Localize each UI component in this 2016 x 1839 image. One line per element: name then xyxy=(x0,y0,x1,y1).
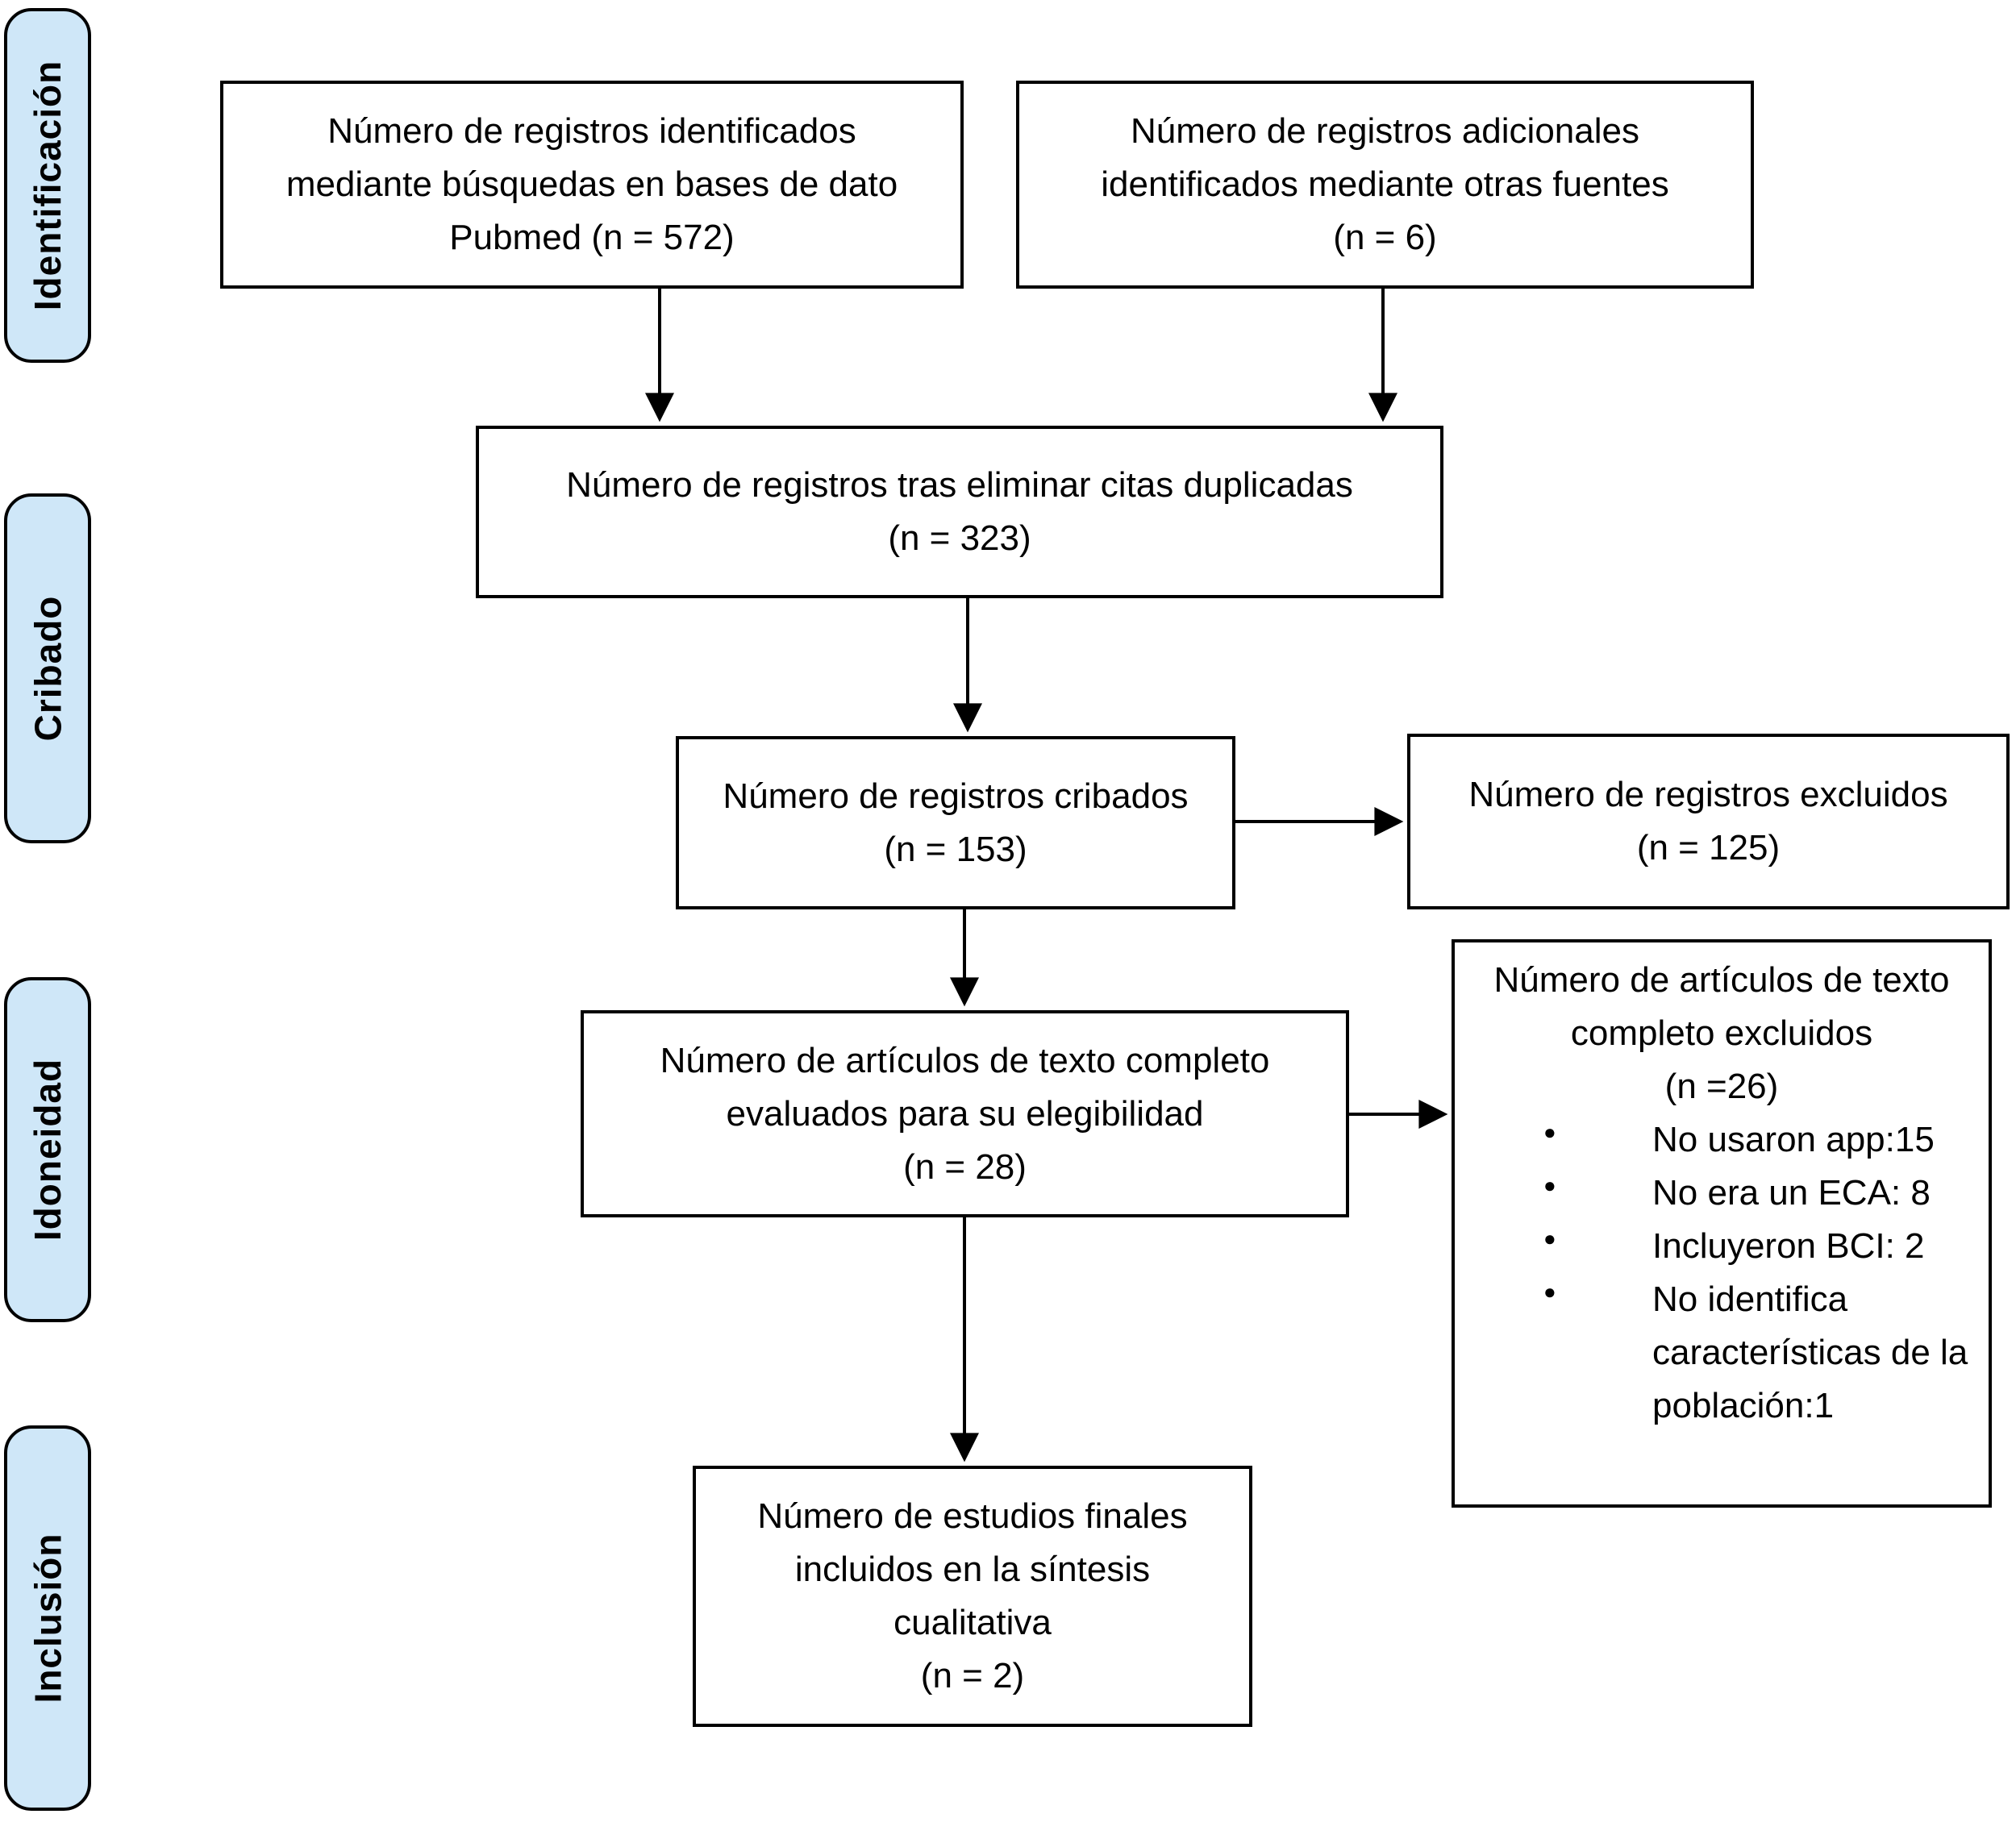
box-fulltext-excluded: Número de artículos de texto completo ex… xyxy=(1452,939,1992,1508)
exclusion-reason-item: No era un ECA: 8 xyxy=(1543,1167,1989,1220)
stage-cribado: Cribado xyxy=(4,493,91,843)
stage-idoneidad: Idoneidad xyxy=(4,977,91,1322)
box-records-screened: Número de registros cribados (n = 153) xyxy=(676,736,1235,909)
stage-cribado-label: Cribado xyxy=(27,595,69,742)
stage-inclusion-label: Inclusión xyxy=(27,1533,69,1704)
exclusion-reason-item: Incluyeron BCI: 2 xyxy=(1543,1220,1989,1273)
exclusion-reason-item: No usaron app:15 xyxy=(1543,1113,1989,1167)
box-records-excluded: Número de registros excluidos (n = 125) xyxy=(1407,734,2010,909)
stage-identificacion-label: Identificación xyxy=(27,60,69,311)
stage-identificacion: Identificación xyxy=(4,8,91,363)
exclusion-reason-item: No identifica características de la pobl… xyxy=(1543,1273,1989,1433)
stage-idoneidad-label: Idoneidad xyxy=(27,1058,69,1242)
box-studies-included-qualitative: Número de estudios finales incluidos en … xyxy=(693,1466,1252,1727)
box-records-after-duplicates-removed: Número de registros tras eliminar citas … xyxy=(476,426,1443,598)
stage-inclusion: Inclusión xyxy=(4,1425,91,1811)
fulltext-excluded-title: Número de artículos de texto completo ex… xyxy=(1493,960,1950,1106)
fulltext-excluded-reasons: No usaron app:15 No era un ECA: 8 Incluy… xyxy=(1455,1113,1989,1433)
box-records-identified-other-sources: Número de registros adicionales identifi… xyxy=(1016,81,1754,289)
box-fulltext-assessed: Número de artículos de texto completo ev… xyxy=(581,1010,1349,1217)
box-records-identified-database: Número de registros identificados median… xyxy=(220,81,964,289)
